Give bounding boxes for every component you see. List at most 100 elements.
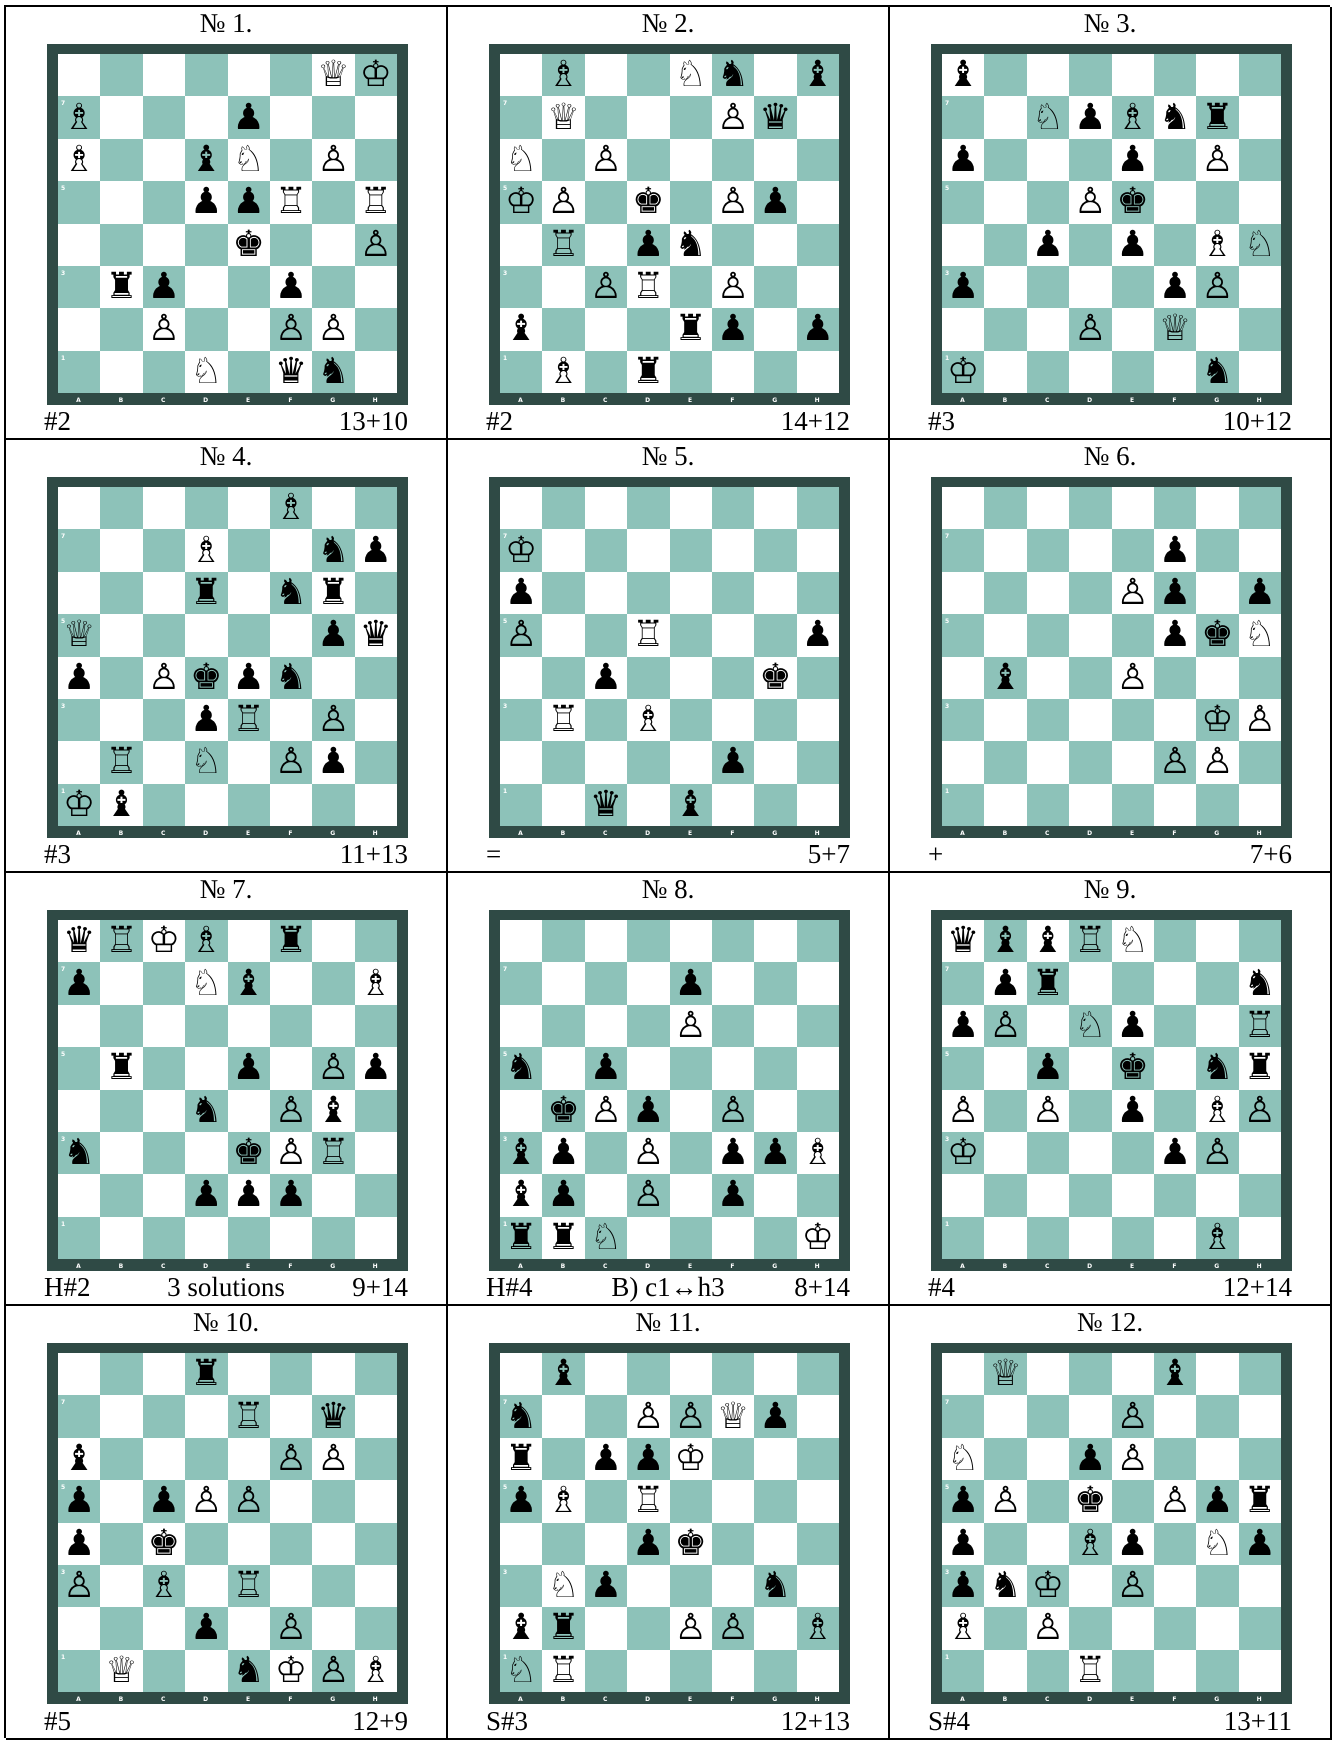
board-square [1027, 266, 1069, 308]
piece-count: 8+14 [794, 1272, 850, 1302]
black-rook-icon: ♜ [105, 1050, 137, 1086]
board-square [270, 784, 312, 826]
board-square [670, 1090, 712, 1132]
black-bishop-icon: ♝ [989, 660, 1021, 696]
file-label: E [227, 397, 269, 404]
board-square [1069, 1565, 1111, 1607]
white-pawn-icon: ♙ [148, 311, 180, 347]
board-square: ♙ [1196, 1132, 1238, 1174]
board-square [754, 1174, 796, 1216]
file-label: D [627, 397, 669, 404]
board-squares: 8♔7♟6♙5♖♟4♟♚3♖♗2♟1♛♝ [500, 487, 839, 826]
board-square: ♙ [712, 1607, 754, 1649]
piece-count: 5+7 [808, 839, 850, 869]
file-label: A [942, 397, 984, 404]
rank-label: 2 [61, 312, 65, 319]
board-square [1112, 1353, 1154, 1395]
file-label: H [1238, 1696, 1280, 1703]
board-square: ♗ [1112, 96, 1154, 138]
file-label: C [1026, 830, 1068, 837]
piece-count: 10+12 [1223, 406, 1292, 436]
board-square: ♟ [670, 962, 712, 1004]
board-square: ♟ [355, 529, 397, 571]
board-square [228, 1607, 270, 1649]
rank-label: 5 [503, 1051, 507, 1058]
board-square [1239, 1565, 1281, 1607]
board-square [143, 784, 185, 826]
board-square [1027, 1353, 1069, 1395]
board-square: ♙ [270, 1607, 312, 1649]
black-rook-icon: ♜ [1244, 1050, 1276, 1086]
board-square [627, 657, 669, 699]
board-square [270, 699, 312, 741]
file-label: B [100, 397, 142, 404]
piece-count: 12+14 [1223, 1272, 1292, 1302]
board-square [185, 1047, 227, 1089]
board-square: ♗ [797, 1607, 839, 1649]
board-square: 5 [942, 614, 984, 656]
file-label: G [312, 1696, 354, 1703]
white-pawn-icon: ♙ [148, 660, 180, 696]
board-square: ♙ [1112, 1438, 1154, 1480]
board-square: ♞ [270, 572, 312, 614]
board-square [355, 487, 397, 529]
board-square [355, 1217, 397, 1259]
board-square [712, 920, 754, 962]
white-pawn-icon: ♙ [1074, 184, 1106, 220]
file-label: E [1111, 830, 1153, 837]
board-square [1239, 741, 1281, 783]
rank-label: 6 [945, 576, 949, 583]
board-square [1154, 1047, 1196, 1089]
board-square: ♟ [585, 657, 627, 699]
board-square [1112, 1132, 1154, 1174]
rank-label: 8 [61, 1357, 65, 1364]
black-rook-icon: ♜ [505, 1220, 537, 1256]
board-square: ♟ [228, 181, 270, 223]
board-square: ♙ [312, 1650, 354, 1692]
board-square [754, 962, 796, 1004]
board-square: ♞ [1239, 962, 1281, 1004]
white-knight-icon: ♘ [547, 1568, 579, 1604]
file-label: D [627, 1263, 669, 1270]
board-square [542, 308, 584, 350]
board-square: ♝8 [942, 54, 984, 96]
rank-label: 4 [945, 228, 949, 235]
black-bishop-icon: ♝ [802, 57, 834, 93]
board-square [1069, 1090, 1111, 1132]
board-squares: ♛8♝♝♖♘7♟♜♞♟6♙♘♟♖5♟♚♞♜♙4♙♟♗♙♔3♟♙21♗ [942, 920, 1281, 1259]
white-king-icon: ♔ [675, 1441, 707, 1477]
board-square [1112, 1650, 1154, 1692]
board-square: 2 [942, 741, 984, 783]
file-label: E [227, 1263, 269, 1270]
rank-label: 5 [945, 1484, 949, 1491]
problem-cell: № 5.8♔7♟6♙5♖♟4♟♚3♖♗2♟1♛♝ABCDEFGH=5+7 [448, 440, 890, 873]
board-square: ♙ [228, 1480, 270, 1522]
rank-label: 6 [945, 143, 949, 150]
board-square [712, 351, 754, 393]
board-square: ♙ [670, 1607, 712, 1649]
board-square [712, 1565, 754, 1607]
board-square [712, 224, 754, 266]
black-pawn-icon: ♟ [802, 311, 834, 347]
board-square: ♗ [1196, 224, 1238, 266]
file-label: B [984, 397, 1026, 404]
rank-label: 8 [503, 491, 507, 498]
board-square: 2 [58, 741, 100, 783]
board-square [100, 657, 142, 699]
board-square [670, 1650, 712, 1692]
white-bishop-icon: ♗ [360, 966, 392, 1002]
board-square [1069, 224, 1111, 266]
black-pawn-icon: ♟ [1159, 617, 1191, 653]
rank-label: 6 [61, 1442, 65, 1449]
chess-board: 8♜7♖♛♝6♙♙♟5♟♙♙♟4♚♙3♗♖2♟♙1♕♞♔♙♗ABCDEFGH [47, 1343, 408, 1704]
problem-cell: № 12.8♕♝7♙♘6♟♙♟5♙♚♙♟♜♟4♗♟♘♟♟3♞♔♙♗2♙1♖ABC… [890, 1306, 1332, 1740]
board-square [797, 96, 839, 138]
file-label: F [1153, 1696, 1195, 1703]
board-square [270, 139, 312, 181]
board-square [797, 1438, 839, 1480]
black-bishop-icon: ♝ [505, 311, 537, 347]
board-square: ♘ [542, 1565, 584, 1607]
board-square [797, 224, 839, 266]
black-knight-icon: ♞ [1159, 100, 1191, 136]
board-squares: 8♝♞7♙♙♕♟♜6♟♟♔♟5♗♖4♟♚3♘♟♞♝2♜♙♙♗♘1♖ [500, 1353, 839, 1692]
